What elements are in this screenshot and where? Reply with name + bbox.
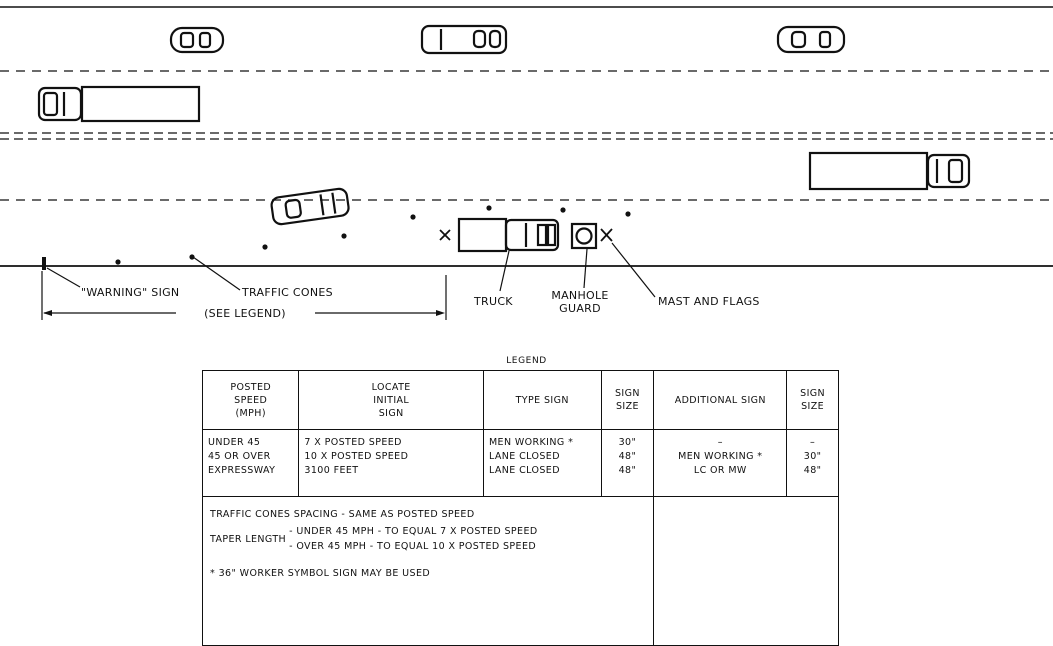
- col-sign-size-2: – 30" 48": [786, 429, 839, 497]
- mast-flags-label: MAST AND FLAGS: [658, 295, 760, 308]
- header-line: ADDITIONAL SIGN: [674, 394, 766, 406]
- legend-notes: TRAFFIC CONES SPACING - SAME AS POSTED S…: [201, 496, 655, 646]
- work-truck-icon: [457, 217, 560, 253]
- manhole-guard-icon: [570, 222, 598, 250]
- header-line: SIGN: [800, 388, 826, 399]
- header-line: TYPE SIGN: [515, 394, 569, 406]
- traffic-cones-label: TRAFFIC CONES: [241, 286, 333, 299]
- table-cell: LANE CLOSED: [488, 451, 560, 462]
- warning-sign-icon: [42, 257, 46, 270]
- car-icon: [420, 24, 508, 55]
- car-icon: [776, 25, 846, 54]
- col-locate-initial-sign: 7 X POSTED SPEED 10 X POSTED SPEED 3100 …: [298, 429, 484, 497]
- col-posted-speed: UNDER 45 45 OR OVER EXPRESSWAY: [201, 429, 300, 497]
- warning-sign-label: "WARNING" SIGN: [81, 286, 179, 299]
- header-line: SPEED: [234, 394, 268, 406]
- truck-icon: [37, 85, 201, 123]
- table-cell: –: [810, 437, 816, 448]
- header-line: SIZE: [615, 401, 639, 412]
- table-cell: MEN WORKING *: [488, 437, 574, 448]
- table-cell: LANE CLOSED: [488, 465, 560, 476]
- manhole-guard-label: MANHOLE: [551, 289, 608, 302]
- see-legend-label: (SEE LEGEND): [204, 307, 286, 320]
- table-cell: 48": [618, 465, 637, 476]
- legend-title: LEGEND: [506, 356, 547, 366]
- table-cell: 10 X POSTED SPEED: [304, 451, 409, 462]
- table-cell: 48": [803, 465, 822, 476]
- header-line: SIGN: [614, 388, 640, 399]
- table-cell: 3100 FEET: [304, 465, 359, 476]
- table-cell: 7 X POSTED SPEED: [304, 437, 402, 448]
- taper-length-note: TAPER LENGTH - UNDER 45 MPH - TO EQUAL 7…: [210, 524, 646, 554]
- header-line: SIGN: [378, 407, 404, 419]
- header-line: INITIAL: [373, 394, 410, 406]
- table-cell: UNDER 45: [208, 437, 261, 448]
- truck-label: TRUCK: [473, 295, 513, 308]
- header-sign-size: SIGN SIZE: [600, 370, 655, 430]
- worker-symbol-footnote: * 36" WORKER SYMBOL SIGN MAY BE USED: [210, 568, 431, 579]
- col-type-sign: MEN WORKING * LANE CLOSED LANE CLOSED: [482, 429, 602, 497]
- header-line: POSTED: [230, 381, 272, 393]
- table-cell: 30": [618, 437, 637, 448]
- col-sign-size: 30" 48" 48": [600, 429, 655, 497]
- header-line: (MPH): [235, 407, 266, 419]
- table-cell: 48": [618, 451, 637, 462]
- table-cell: 30": [803, 451, 822, 462]
- table-cell: EXPRESSWAY: [208, 465, 276, 476]
- table-cell: –: [717, 437, 723, 448]
- taper-over-45: - OVER 45 MPH - TO EQUAL 10 X POSTED SPE…: [289, 541, 537, 552]
- table-cell: LC OR MW: [693, 465, 747, 476]
- truck-icon: [808, 151, 971, 191]
- table-cell: MEN WORKING *: [678, 451, 763, 462]
- legend-notes-row: TRAFFIC CONES SPACING - SAME AS POSTED S…: [201, 496, 839, 646]
- header-sign-size-2: SIGN SIZE: [786, 370, 839, 430]
- header-additional-sign: ADDITIONAL SIGN: [653, 370, 788, 430]
- header-line: LOCATE: [371, 381, 411, 393]
- taper-length-rules: - UNDER 45 MPH - TO EQUAL 7 X POSTED SPE…: [289, 524, 537, 554]
- cones-spacing-note: TRAFFIC CONES SPACING - SAME AS POSTED S…: [210, 509, 475, 520]
- car-icon: [270, 187, 350, 226]
- manhole-guard-label-2: GUARD: [559, 302, 601, 315]
- distance-dimension: [41, 271, 447, 320]
- traffic-cones: [115, 205, 631, 265]
- col-additional-sign: – MEN WORKING * LC OR MW: [653, 429, 788, 497]
- taper-under-45: - UNDER 45 MPH - TO EQUAL 7 X POSTED SPE…: [289, 526, 538, 537]
- table-cell: 45 OR OVER: [208, 451, 271, 462]
- legend-notes-blank: [653, 496, 839, 646]
- work-zone-diagram: "WARNING" SIGN TRAFFIC CONES (SEE LEGEND…: [0, 6, 1053, 320]
- car-icon: [169, 26, 225, 54]
- legend-body-row: UNDER 45 45 OR OVER EXPRESSWAY 7 X POSTE…: [201, 429, 839, 497]
- mast-flags-icon: [439, 228, 613, 242]
- leader-lines: [46, 242, 656, 298]
- header-line: SIZE: [801, 401, 825, 412]
- taper-length-label: TAPER LENGTH: [210, 533, 287, 545]
- header-type-sign: TYPE SIGN: [482, 370, 602, 430]
